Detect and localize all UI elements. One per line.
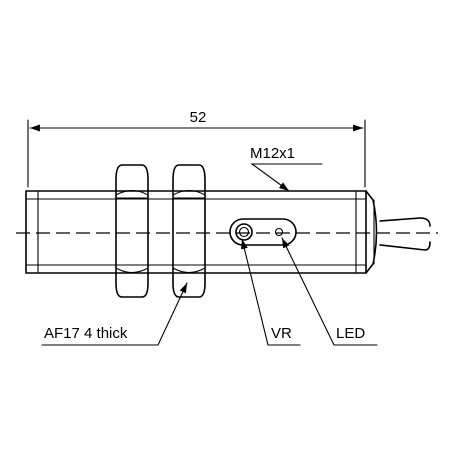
- nut-leader: [41, 282, 188, 346]
- hex-nut-left: [115, 164, 149, 298]
- vr-potentiometer-inner: [238, 226, 250, 238]
- vr-label: VR: [271, 325, 292, 342]
- led-callout: LED: [281, 237, 378, 346]
- nut-callout: AF17 4 thick: [41, 282, 188, 346]
- nut-left-top-chamfer: [115, 189, 149, 196]
- vr-leader: [240, 238, 301, 346]
- sensor-body: [25, 190, 367, 274]
- thread-label: M12x1: [250, 145, 295, 162]
- nut-left-outline: [115, 164, 149, 298]
- nut-right-top-chamfer: [172, 189, 206, 196]
- nut-label: AF17 4 thick: [44, 325, 128, 342]
- end-cap-outline: [365, 190, 378, 274]
- length-dimension: 52: [27, 109, 366, 188]
- vr-potentiometer-outer: [235, 223, 253, 241]
- hex-nut-right: [172, 164, 206, 298]
- vr-callout: VR: [240, 238, 301, 346]
- thread-callout: M12x1: [250, 145, 323, 192]
- thread-leader: [250, 163, 323, 192]
- nut-left-bottom-chamfer: [115, 267, 149, 274]
- led-indicator: [274, 227, 284, 237]
- adjust-window: [229, 218, 297, 246]
- cable-lower-edge: [379, 241, 431, 251]
- nut-right-bottom-chamfer: [172, 267, 206, 274]
- cable-upper-edge: [379, 217, 431, 227]
- length-label: 52: [190, 109, 207, 126]
- nut-right-outline: [172, 164, 206, 298]
- end-cap: [365, 190, 378, 274]
- led-label: LED: [336, 325, 365, 342]
- barrel-outline: [25, 190, 367, 274]
- window-slot: [229, 218, 297, 246]
- cable: [379, 217, 431, 251]
- led-leader: [281, 237, 378, 346]
